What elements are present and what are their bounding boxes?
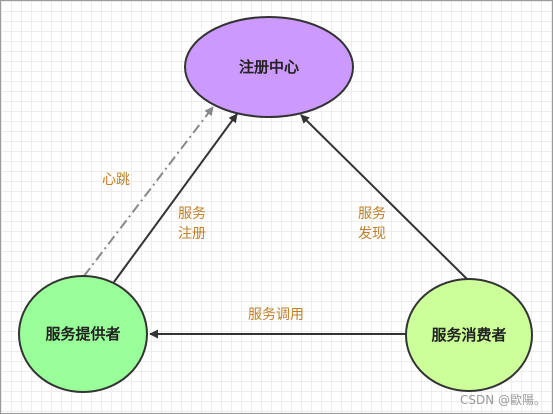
consumer-label: 服务消费者 xyxy=(431,326,506,344)
watermark-text: CSDN @歐陽。 xyxy=(460,392,546,407)
provider-node: 服务提供者 xyxy=(18,275,148,393)
registry-node: 注册中心 xyxy=(184,16,354,118)
discover-label-line2: 发现 xyxy=(358,226,386,242)
provider-label: 服务提供者 xyxy=(45,325,120,343)
heartbeat-edge xyxy=(83,106,214,277)
consumer-shape xyxy=(405,278,533,392)
register-label-line1: 服务 xyxy=(178,206,206,222)
register-edge xyxy=(113,113,238,283)
discover-label-line1: 服务 xyxy=(358,206,386,222)
provider-shape xyxy=(18,275,148,393)
heartbeat-label: 心跳 xyxy=(102,172,130,188)
registry-label: 注册中心 xyxy=(239,58,299,76)
registry-shape xyxy=(184,16,354,118)
register-label-line2: 注册 xyxy=(178,226,206,242)
discover-edge xyxy=(300,114,468,280)
consumer-node: 服务消费者 xyxy=(405,278,533,392)
invoke-label: 服务调用 xyxy=(248,307,304,323)
